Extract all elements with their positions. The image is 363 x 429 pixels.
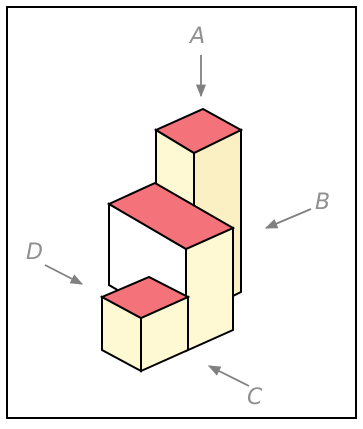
small-cube (99, 275, 191, 373)
label-c: C (247, 385, 263, 410)
middle-block-top-face (106, 181, 236, 251)
arrow-d (44, 264, 84, 285)
label-a: A (188, 24, 205, 49)
tall-tower-top-face (153, 107, 244, 155)
label-b: B (315, 190, 330, 215)
arrow-b (264, 208, 312, 229)
small-cube-top-face (99, 275, 191, 320)
arrow-c (207, 365, 250, 387)
label-d: D (26, 240, 43, 265)
